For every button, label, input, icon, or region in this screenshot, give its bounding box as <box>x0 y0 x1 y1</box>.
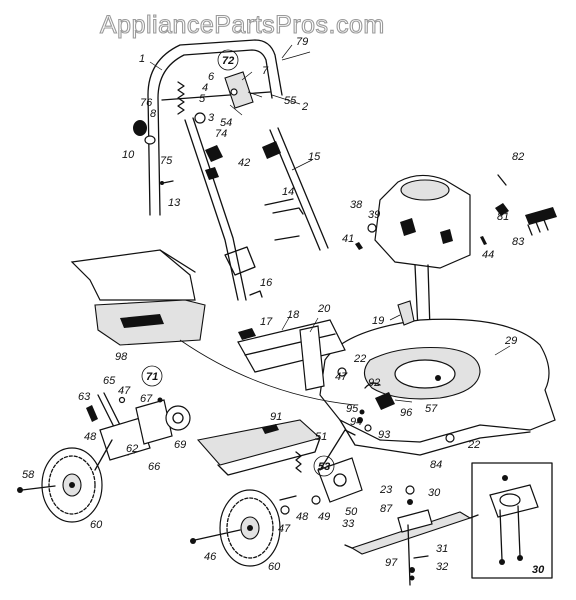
part-label-58: 58 <box>22 469 35 481</box>
part-label-66: 66 <box>148 461 161 473</box>
part-label-49: 49 <box>318 511 330 523</box>
part-label-31: 31 <box>436 543 448 555</box>
part-label-30-main: 30 <box>428 487 441 499</box>
part-label-92: 92 <box>368 377 380 389</box>
grass-bag <box>70 249 206 346</box>
part-label-48-left: 48 <box>84 431 97 443</box>
part-label-5: 5 <box>199 93 206 105</box>
engine <box>355 174 557 331</box>
part-label-82: 82 <box>512 151 524 163</box>
part-label-1: 1 <box>139 53 145 65</box>
part-label-15: 15 <box>308 151 321 163</box>
callout-circle-71 <box>141 365 163 387</box>
part-label-13: 13 <box>168 197 181 209</box>
part-label-29: 29 <box>504 335 517 347</box>
part-label-96: 96 <box>400 407 413 419</box>
part-label-69: 69 <box>174 439 186 451</box>
part-label-91: 91 <box>270 411 282 423</box>
part-label-83: 83 <box>512 236 525 248</box>
part-label-74: 74 <box>215 128 227 140</box>
part-label-54: 54 <box>220 117 232 129</box>
wheel-rear-left <box>17 439 113 523</box>
part-label-4: 4 <box>202 82 208 94</box>
part-label-47-lower: 47 <box>278 523 291 535</box>
part-label-47-left: 47 <box>118 385 131 397</box>
callout-circle-72 <box>217 49 239 71</box>
part-label-23: 23 <box>379 484 393 496</box>
part-label-94: 94 <box>350 416 362 428</box>
part-label-6: 6 <box>208 71 215 83</box>
part-label-97: 97 <box>385 557 398 569</box>
part-label-18: 18 <box>287 309 300 321</box>
part-label-38: 38 <box>350 199 363 211</box>
part-label-39: 39 <box>368 209 380 221</box>
part-label-7: 7 <box>262 65 269 77</box>
handle-assembly <box>133 39 329 301</box>
part-label-71: 71 <box>146 371 158 383</box>
part-label-62: 62 <box>126 443 138 455</box>
part-label-32: 32 <box>436 561 448 573</box>
part-label-55: 55 <box>284 95 297 107</box>
part-label-22-lower: 22 <box>467 439 480 451</box>
part-label-47-upper: 47 <box>335 371 348 383</box>
part-label-16: 16 <box>260 277 273 289</box>
part-label-17: 17 <box>260 316 273 328</box>
part-label-3: 3 <box>208 112 215 124</box>
part-label-63: 63 <box>78 391 91 403</box>
height-adjuster-right <box>279 429 363 505</box>
part-label-98: 98 <box>115 351 128 363</box>
part-label-87: 87 <box>380 503 393 515</box>
part-label-95: 95 <box>346 403 359 415</box>
watermark: AppliancePartsPros.com <box>100 11 385 39</box>
wheel-front <box>190 489 290 567</box>
part-label-50: 50 <box>345 506 358 518</box>
part-label-79: 79 <box>296 36 308 48</box>
part-label-46: 46 <box>204 551 217 563</box>
part-label-44: 44 <box>482 249 494 261</box>
part-label-42: 42 <box>238 157 250 169</box>
part-label-84: 84 <box>430 459 442 471</box>
leader-lines <box>149 44 511 403</box>
part-label-75: 75 <box>160 155 173 167</box>
part-label-60-right: 60 <box>268 561 281 573</box>
part-label-67: 67 <box>140 393 153 405</box>
blade-assembly <box>344 462 553 586</box>
part-label-30-inset: 30 <box>532 564 545 576</box>
part-labels: 1 72 79 6 7 4 5 55 76 2 8 3 54 74 10 75 … <box>22 36 545 576</box>
part-label-10: 10 <box>122 149 135 161</box>
part-label-72: 72 <box>222 55 234 67</box>
part-label-22-upper: 22 <box>353 353 366 365</box>
part-label-8: 8 <box>150 108 157 120</box>
part-label-41: 41 <box>342 233 354 245</box>
part-label-2: 2 <box>301 101 308 113</box>
part-label-51: 51 <box>315 431 327 443</box>
height-adjuster-left <box>86 392 191 461</box>
callout-circle-53 <box>313 455 335 477</box>
part-label-60-left: 60 <box>90 519 103 531</box>
part-label-20: 20 <box>317 303 331 315</box>
part-label-93: 93 <box>378 429 391 441</box>
part-label-19: 19 <box>372 315 384 327</box>
mower-deck <box>319 300 556 456</box>
part-label-48-right: 48 <box>296 511 309 523</box>
part-label-53: 53 <box>318 461 330 473</box>
part-label-33: 33 <box>342 518 355 530</box>
rear-shield <box>179 319 356 476</box>
part-label-65: 65 <box>103 375 116 387</box>
part-label-14: 14 <box>282 186 294 198</box>
part-label-57: 57 <box>425 403 438 415</box>
part-label-81: 81 <box>497 211 509 223</box>
part-label-76: 76 <box>140 97 153 109</box>
